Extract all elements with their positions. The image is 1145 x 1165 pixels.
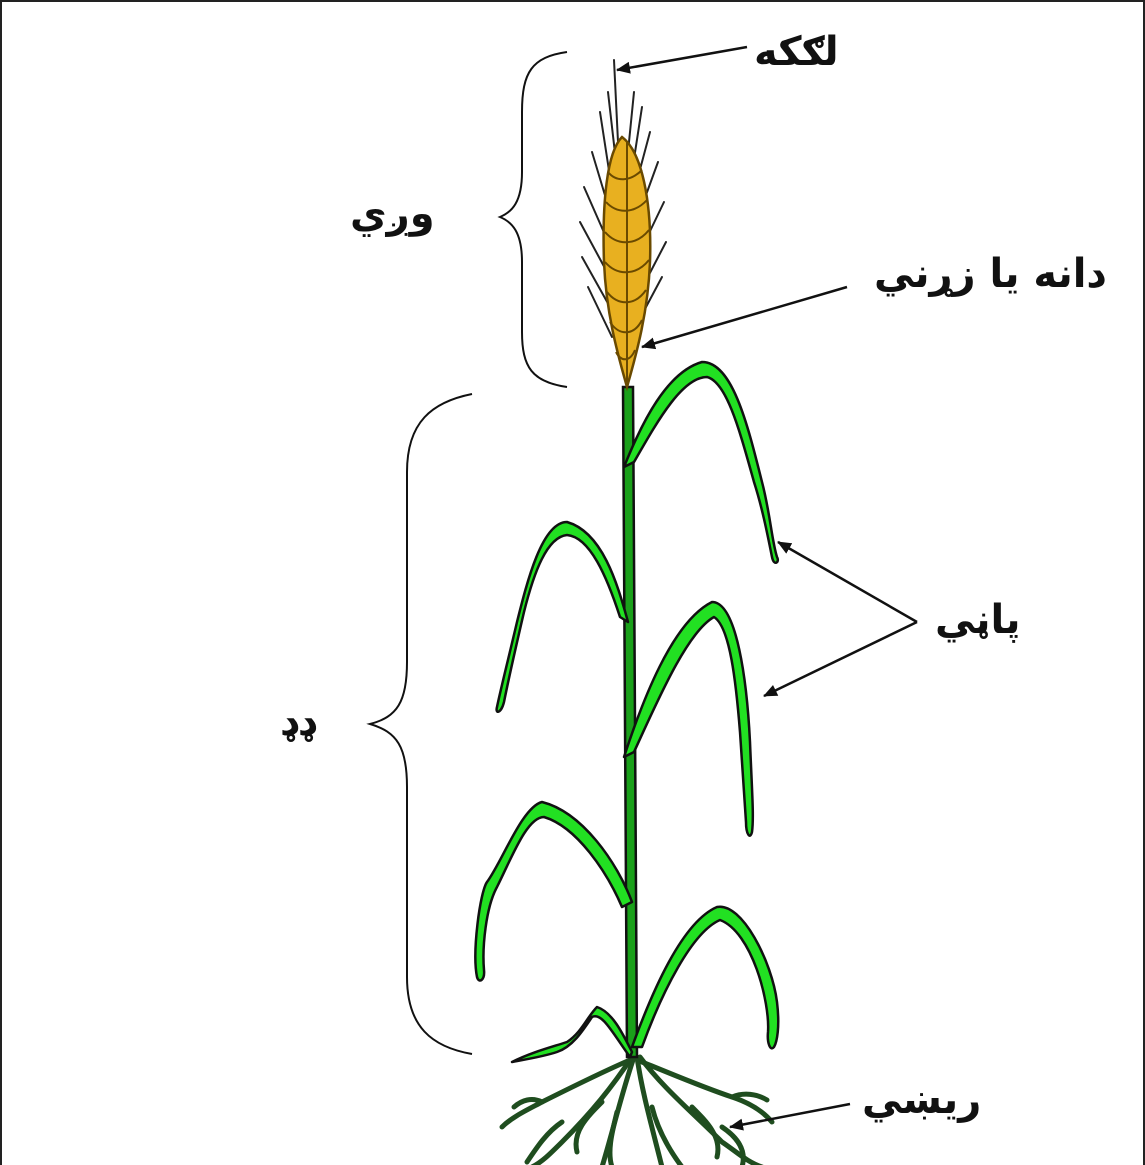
grain-head-illustration [604,137,651,387]
grain-label: دانه یا زړني [874,254,1107,294]
leaf-arrow-upper [778,542,917,622]
head-label: وږي [350,194,435,234]
head-brace [500,52,567,387]
awn-arrow [617,47,747,70]
leaf-arrow-lower [764,622,917,696]
stem-label: ډډ [280,702,316,742]
roots-arrow [730,1104,850,1127]
grain-arrow [642,287,847,347]
stem-brace [370,394,472,1054]
roots-label: ريښي [862,1080,981,1120]
roots-illustration [502,1057,772,1165]
awn-label: لګکه [754,32,839,72]
leaves-label: پاڼي [935,600,1021,640]
